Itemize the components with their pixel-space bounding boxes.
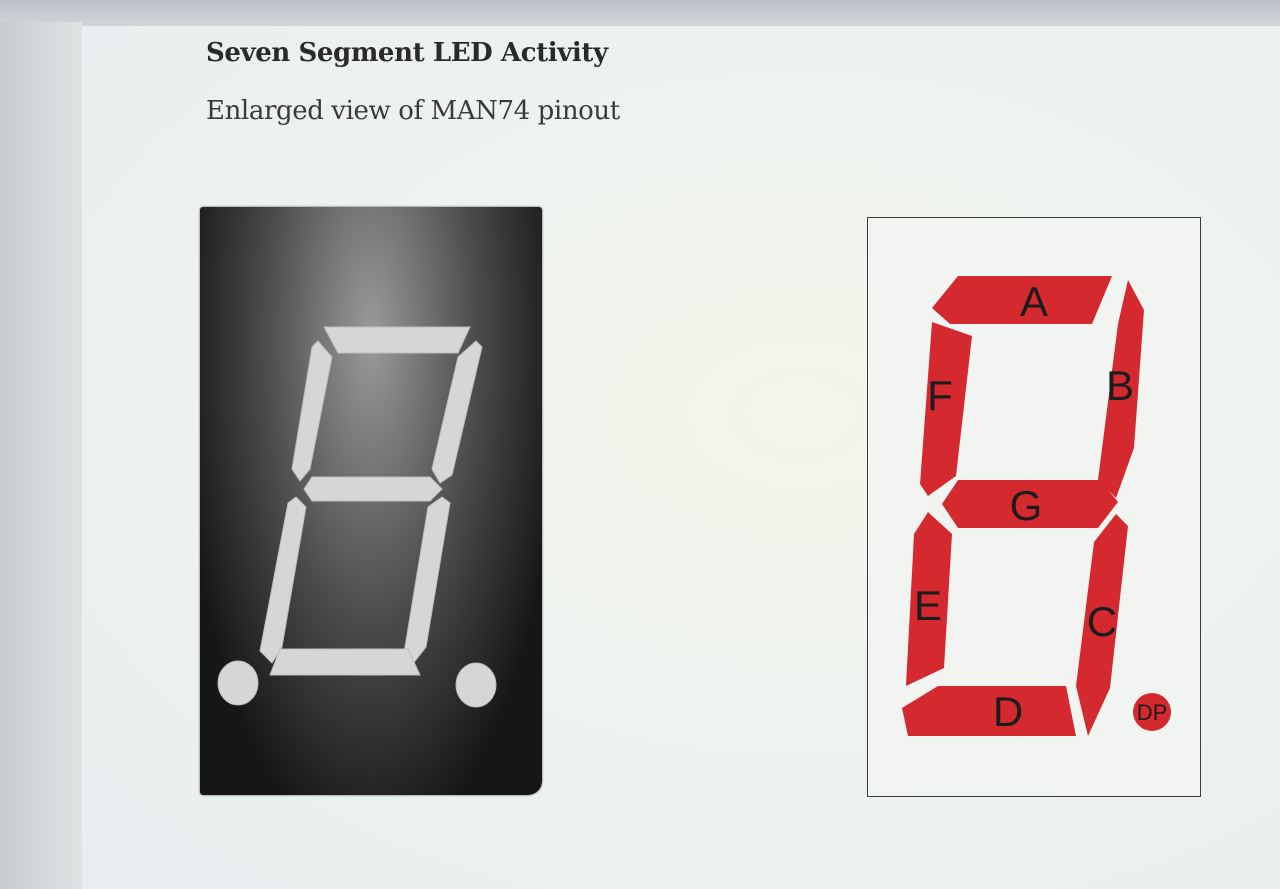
segment-d xyxy=(902,686,1076,736)
slide-title: Seven Segment LED Activity xyxy=(206,38,608,68)
segment-c xyxy=(1076,514,1128,736)
photo-segment-b xyxy=(431,340,483,484)
segment-label-a: A xyxy=(1020,278,1048,325)
segment-label-b: B xyxy=(1106,362,1134,409)
left-gutter xyxy=(0,22,82,889)
photo-segment-f xyxy=(291,340,333,482)
led-display-photo xyxy=(200,207,542,795)
segment-e xyxy=(906,512,952,686)
segment-label-d: D xyxy=(993,688,1023,735)
photo-segment-c xyxy=(403,496,451,666)
segment-label-e: E xyxy=(914,582,942,629)
photo-dp-right xyxy=(455,662,497,708)
segment-label-f: F xyxy=(927,372,953,419)
segment-g xyxy=(942,480,1118,528)
segment-pinout-diagram: A B C D E F G DP xyxy=(867,217,1201,797)
photo-segment-d xyxy=(269,648,421,676)
segment-label-g: G xyxy=(1010,482,1043,529)
photo-segment-a xyxy=(323,326,471,354)
segment-f xyxy=(920,322,972,496)
led-display-photo-art xyxy=(217,326,497,708)
segment-label-dp: DP xyxy=(1137,700,1168,725)
segment-label-c: C xyxy=(1087,598,1117,645)
slide-subtitle: Enlarged view of MAN74 pinout xyxy=(206,96,620,126)
segment-a xyxy=(932,276,1112,324)
photo-segment-e xyxy=(259,496,307,664)
pinout-diagram-art: A B C D E F G DP xyxy=(902,276,1171,736)
photo-dp-left xyxy=(217,660,259,706)
photo-segment-g xyxy=(303,476,443,502)
segment-dp xyxy=(1133,693,1171,731)
segment-b xyxy=(1098,280,1144,498)
